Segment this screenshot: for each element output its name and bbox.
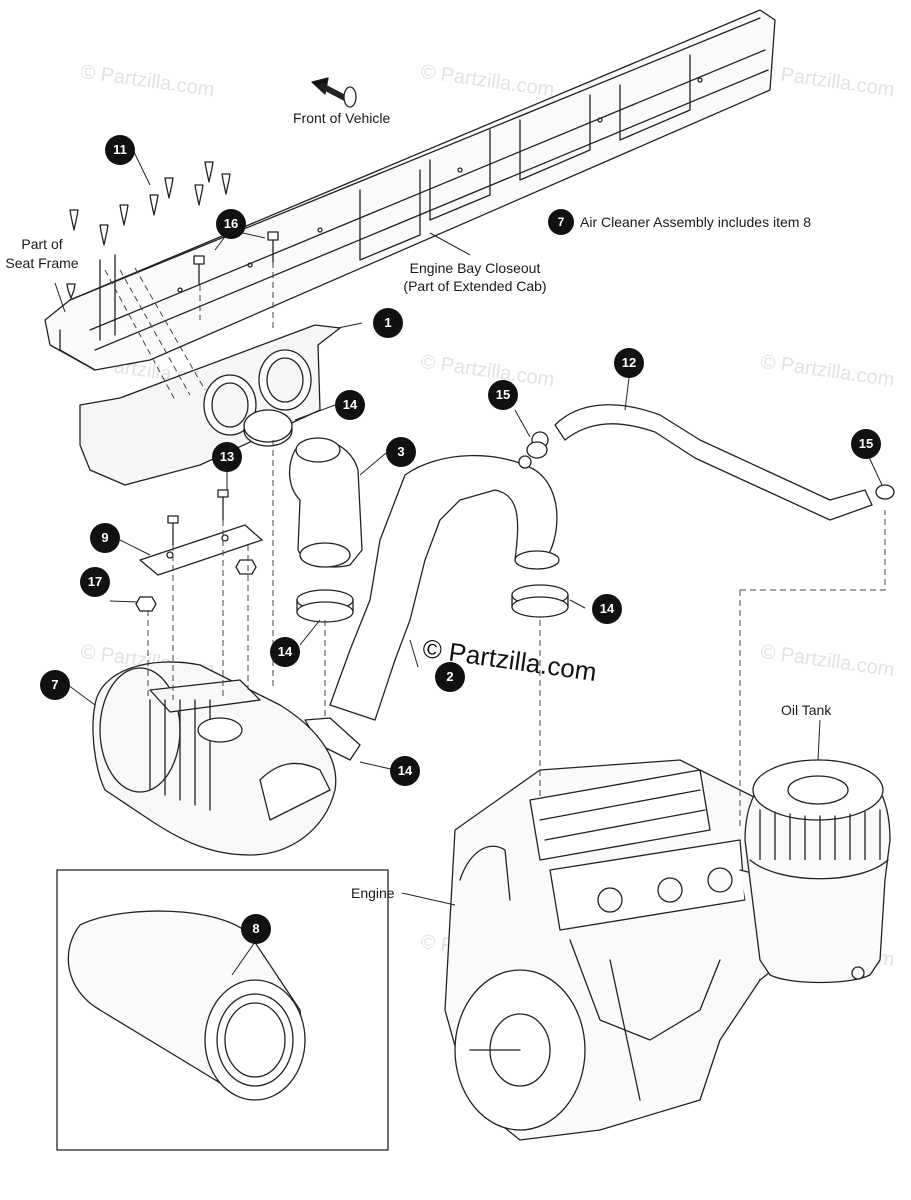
callout-16: 16 <box>216 209 246 239</box>
small-clamps-15 <box>526 441 895 500</box>
push-rivets <box>66 161 231 299</box>
engine-bay-closeout-panel <box>44 9 776 371</box>
mounting-plate-9 <box>135 489 263 612</box>
duct-bracket-1 <box>79 324 341 486</box>
intake-hose-2 <box>329 454 560 721</box>
seat-frame-label-line2: Seat Frame <box>5 255 79 271</box>
front-of-vehicle-label: Front of Vehicle <box>293 110 391 126</box>
callout-8: 8 <box>241 914 271 944</box>
engine-bay-closeout-label-line1: Engine Bay Closeout <box>409 260 541 276</box>
callout-15: 15 <box>851 429 881 459</box>
engine-label: Engine <box>351 885 395 901</box>
engine-bay-closeout-label-line2: (Part of Extended Cab) <box>403 278 547 294</box>
bolts-16 <box>193 231 279 286</box>
oil-tank <box>744 759 891 984</box>
assembly-note: 7 Air Cleaner Assembly includes item 8 <box>548 209 811 235</box>
callout-1: 1 <box>373 308 403 338</box>
elbow-hose-3 <box>288 437 363 568</box>
callout-14: 14 <box>592 594 622 624</box>
oil-tank-label: Oil Tank <box>781 702 832 718</box>
seat-frame-label-line1: Part of <box>21 236 63 252</box>
callout-7: 7 <box>40 670 70 700</box>
callout-9: 9 <box>90 523 120 553</box>
callout-14: 14 <box>270 637 300 667</box>
vent-hose-12 <box>518 404 873 521</box>
hose-clamp-mid-right <box>511 584 569 618</box>
callout-13: 13 <box>212 442 242 472</box>
engine <box>444 759 786 1141</box>
dashed-assembly-lines <box>104 262 886 830</box>
callout-17: 17 <box>80 567 110 597</box>
note-callout: 7 <box>548 209 574 235</box>
air-cleaner-assembly-7 <box>92 661 337 856</box>
hose-clamp-upper <box>243 409 293 447</box>
note-text: Air Cleaner Assembly includes item 8 <box>580 214 812 230</box>
callout-12: 12 <box>614 348 644 378</box>
callout-11: 11 <box>105 135 135 165</box>
callout-15: 15 <box>488 380 518 410</box>
callout-14: 14 <box>335 390 365 420</box>
front-arrow <box>311 77 357 108</box>
hose-clamp-mid-left <box>296 589 354 623</box>
air-filter-element-8 <box>67 910 306 1101</box>
callout-14: 14 <box>390 756 420 786</box>
callout-2: 2 <box>435 662 465 692</box>
callout-3: 3 <box>386 437 416 467</box>
